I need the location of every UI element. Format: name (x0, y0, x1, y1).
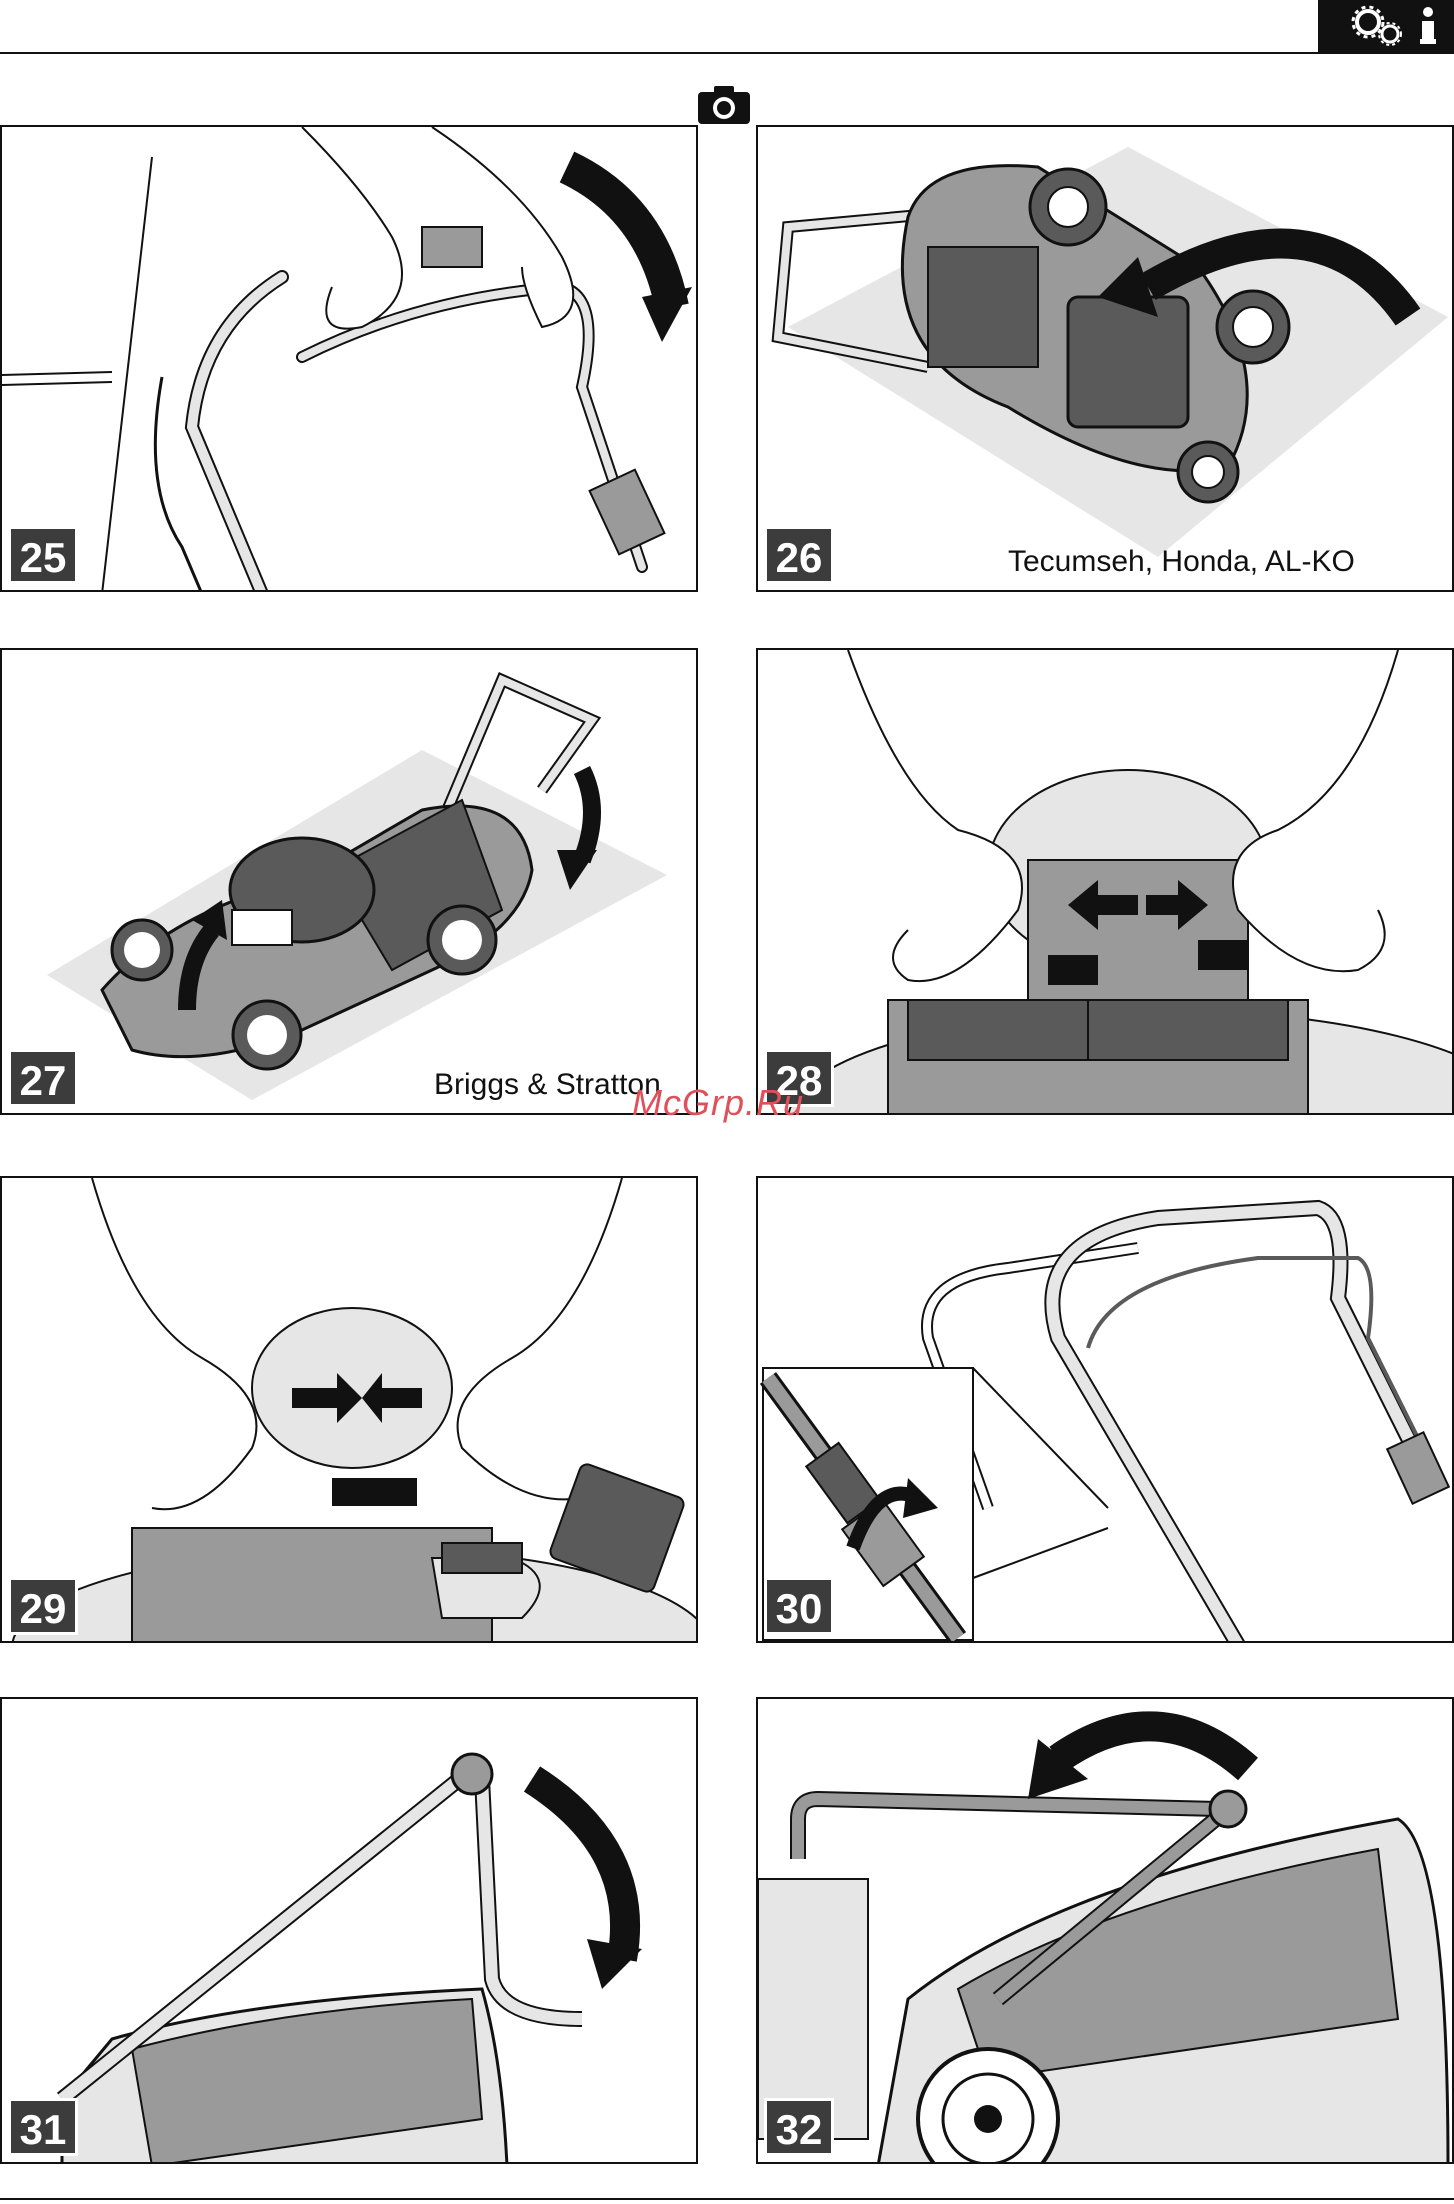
figure-panel-26: 26 Tecumseh, Honda, AL-KO (756, 125, 1454, 592)
figure-number: 27 (8, 1049, 78, 1107)
figure-panel-29: 29 (0, 1176, 698, 1643)
camera-icon (696, 84, 752, 126)
figure-number: 30 (764, 1577, 834, 1635)
figure-caption: Tecumseh, Honda, AL-KO (1008, 545, 1355, 579)
figure-panel-28: 28 (756, 648, 1454, 1115)
illustration-handle-fold (2, 127, 698, 592)
header-badge (1318, 0, 1454, 53)
info-icon (1418, 7, 1438, 47)
footer-rule (0, 2198, 1454, 2200)
header-rule (0, 52, 1454, 54)
figure-number: 29 (8, 1577, 78, 1635)
figure-panel-25: 25 (0, 125, 698, 592)
illustration-mower-tilted (758, 127, 1454, 592)
illustration-battery-disconnect (758, 650, 1454, 1115)
figure-number: 25 (8, 526, 78, 584)
figure-panel-32: 32 (756, 1697, 1454, 2164)
illustration-battery-charger (2, 1178, 698, 1643)
illustration-handle-raise (758, 1699, 1454, 2164)
figure-panel-31: 31 (0, 1697, 698, 2164)
figure-panel-30: 30 (756, 1176, 1454, 1643)
illustration-cable-adjust (758, 1178, 1454, 1643)
illustration-handle-lower (2, 1699, 698, 2164)
figure-number: 32 (764, 2098, 834, 2156)
watermark: McGrp.Ru (632, 1082, 804, 1124)
figure-caption: Briggs & Stratton (434, 1068, 661, 1102)
figure-number: 26 (764, 526, 834, 584)
figure-panel-27: 27 Briggs & Stratton (0, 648, 698, 1115)
illustration-mower-briggs (2, 650, 698, 1115)
figure-number: 31 (8, 2098, 78, 2156)
